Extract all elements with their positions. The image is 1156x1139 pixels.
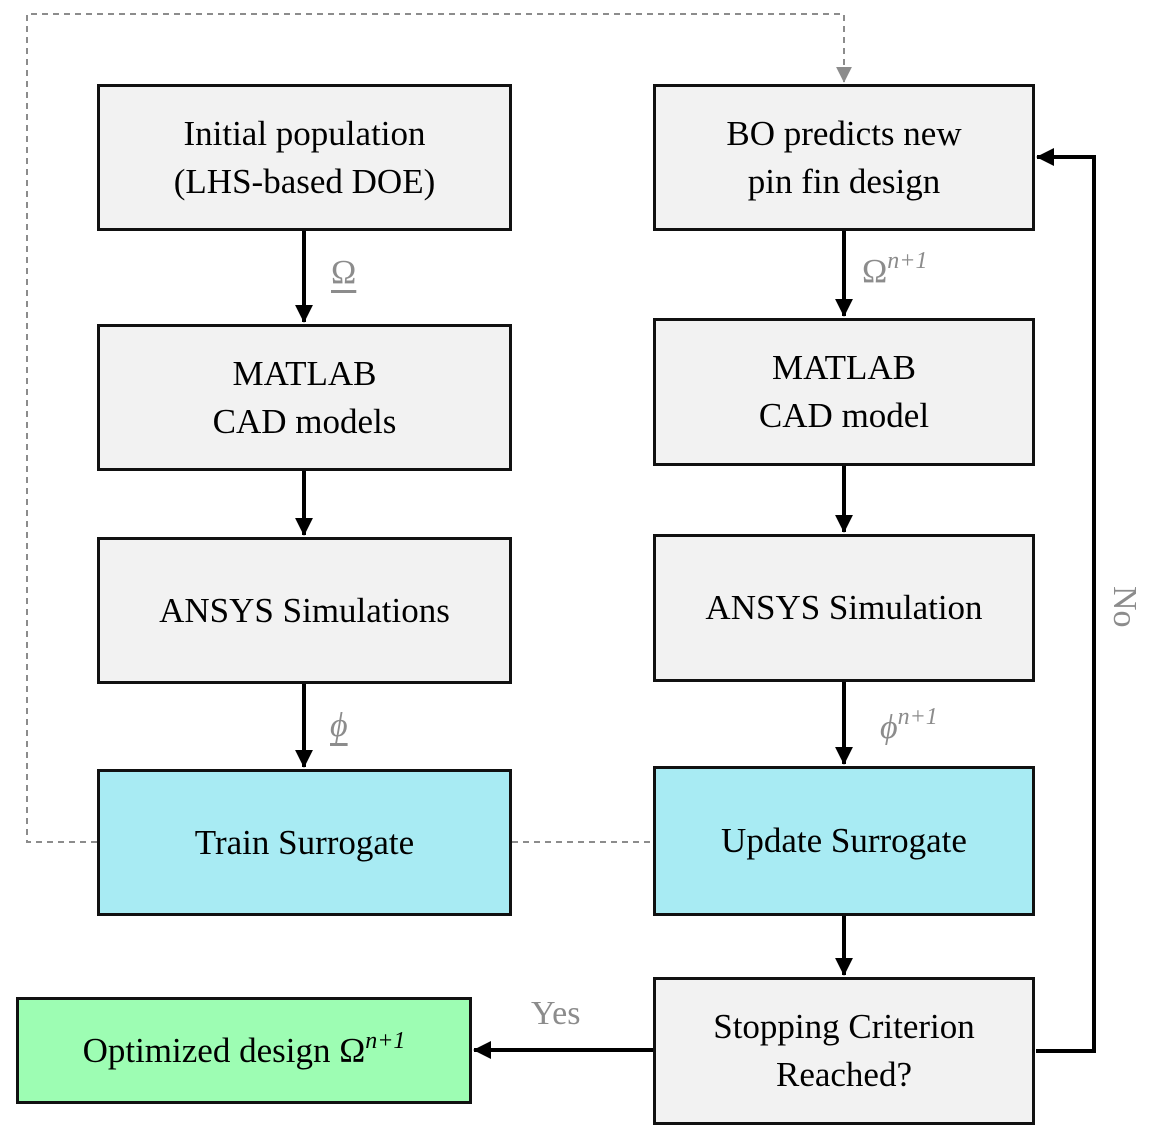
edge-label-yes: Yes bbox=[531, 995, 581, 1032]
bo-predicts-line2: pin fin design bbox=[747, 161, 941, 201]
omega-next-base: Ω bbox=[862, 253, 888, 290]
omega-next-sup: n+1 bbox=[887, 248, 928, 274]
matlab-cad-model-box: MATLAB CAD model bbox=[653, 318, 1035, 466]
edge-label-no: No bbox=[1106, 586, 1143, 628]
update-surrogate-box: Update Surrogate bbox=[653, 766, 1035, 916]
initial-population-line1: Initial population bbox=[183, 113, 426, 153]
bo-predicts-box: BO predicts new pin fin design bbox=[653, 84, 1035, 231]
matlab-cad-models-line1: MATLAB bbox=[232, 353, 377, 393]
edge-label-omega: Ω bbox=[331, 253, 356, 293]
ansys-simulation-text: ANSYS Simulation bbox=[705, 588, 983, 627]
train-surrogate-box: Train Surrogate bbox=[97, 769, 512, 916]
optimized-design-box: Optimized design Ωn+1 bbox=[16, 997, 472, 1104]
ansys-simulations-text: ANSYS Simulations bbox=[159, 590, 450, 630]
optimized-design-label: Optimized design Ωn+1 bbox=[83, 1027, 406, 1075]
phi-next-sup: n+1 bbox=[897, 704, 938, 730]
stopping-criterion-line2: Reached? bbox=[775, 1055, 913, 1094]
dashed-feedback-line bbox=[26, 13, 852, 843]
phi-next-base: ϕ bbox=[880, 709, 898, 746]
edge-label-phi-next: ϕn+1 bbox=[880, 705, 938, 748]
train-surrogate-text: Train Surrogate bbox=[194, 822, 415, 862]
matlab-cad-models-line2: CAD models bbox=[212, 401, 397, 441]
bo-predicts-line1: BO predicts new bbox=[726, 113, 962, 153]
stopping-criterion-box: Stopping Criterion Reached? bbox=[653, 977, 1035, 1125]
arrow-no-loop bbox=[1036, 148, 1096, 1053]
update-surrogate-text: Update Surrogate bbox=[721, 821, 967, 860]
edge-label-phi: ϕ bbox=[330, 706, 348, 746]
edge-label-omega-next: Ωn+1 bbox=[862, 249, 927, 292]
matlab-cad-models-box: MATLAB CAD models bbox=[97, 324, 512, 471]
ansys-simulations-box: ANSYS Simulations bbox=[97, 537, 512, 684]
optimized-design-superscript: n+1 bbox=[365, 1027, 406, 1054]
ansys-simulation-box: ANSYS Simulation bbox=[653, 534, 1035, 682]
initial-population-line2: (LHS-based DOE) bbox=[173, 161, 436, 201]
initial-population-box: Initial population (LHS-based DOE) bbox=[97, 84, 512, 231]
matlab-cad-model-line2: CAD model bbox=[758, 396, 930, 435]
optimized-design-text: Optimized design Ω bbox=[82, 1030, 366, 1070]
matlab-cad-model-line1: MATLAB bbox=[772, 348, 916, 387]
phi-symbol: ϕ bbox=[330, 707, 348, 744]
omega-symbol: Ω bbox=[331, 254, 357, 291]
stopping-criterion-line1: Stopping Criterion bbox=[713, 1007, 975, 1046]
